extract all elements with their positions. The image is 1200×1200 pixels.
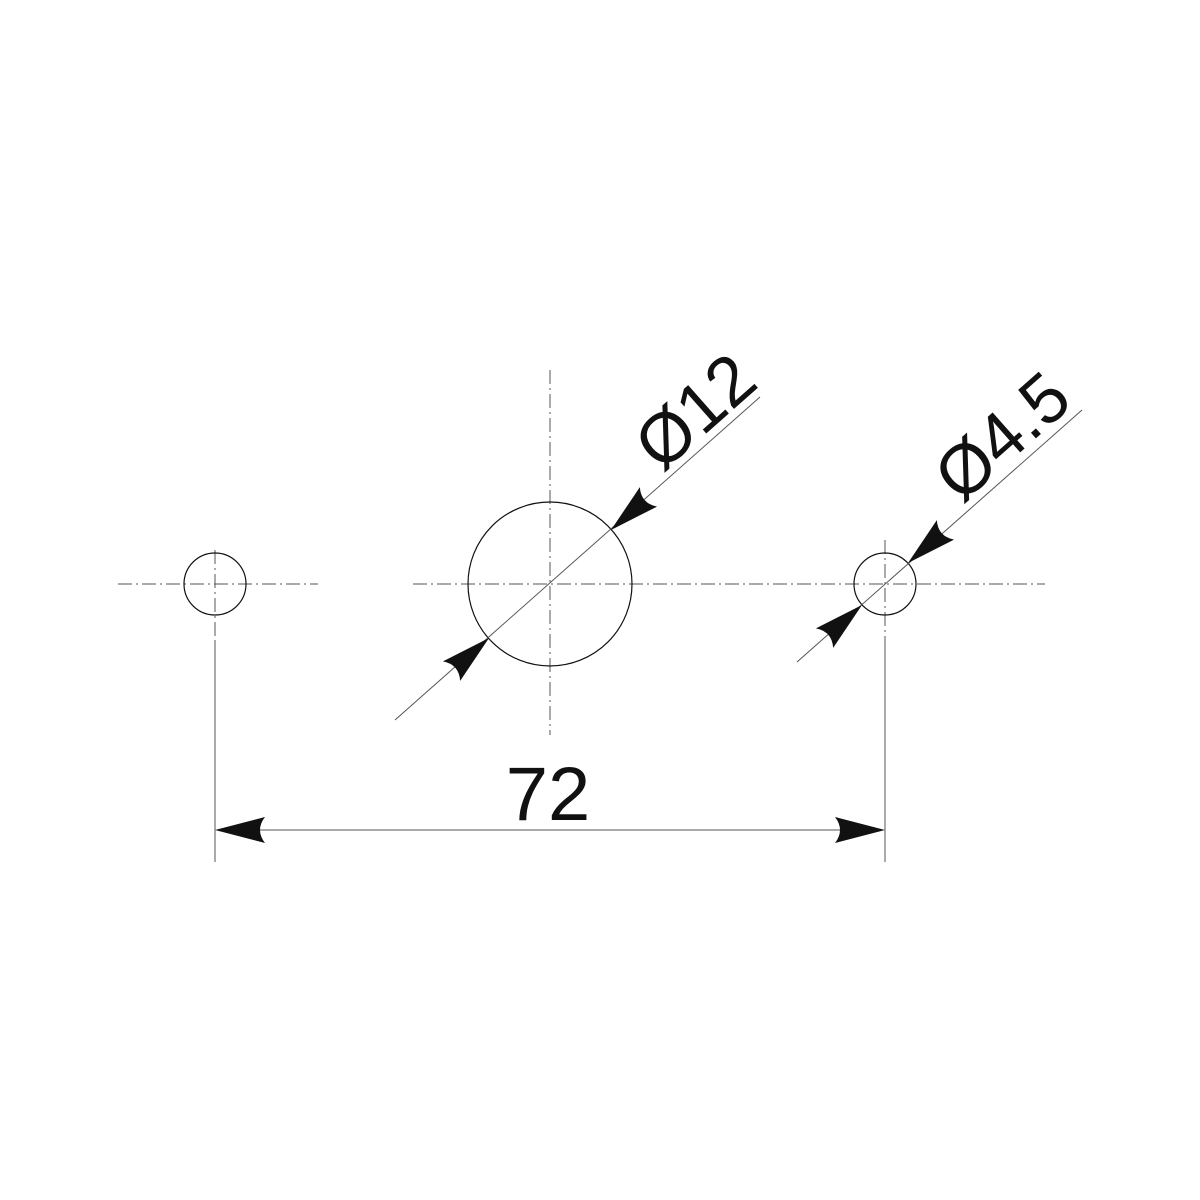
hole-right-small	[853, 552, 917, 616]
arrowhead-left-icon	[215, 817, 265, 843]
arrowhead-small-lower-icon	[815, 595, 871, 648]
diameter-label-large: Ø12	[620, 338, 771, 484]
arrowhead-right-icon	[835, 817, 885, 843]
hole-center-large	[467, 501, 633, 667]
hole-left-small	[183, 552, 247, 616]
diameter-label-small: Ø4.5	[919, 357, 1084, 516]
dimension-label-72: 72	[506, 752, 591, 837]
